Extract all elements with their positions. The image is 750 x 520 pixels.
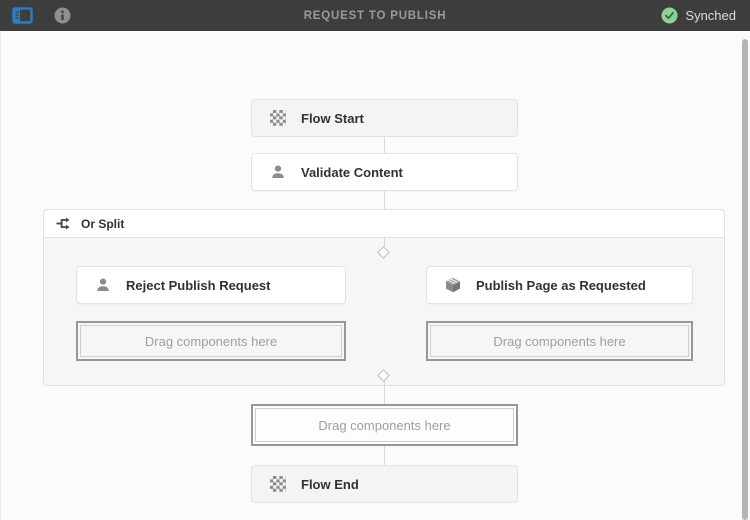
participant-icon — [97, 278, 109, 291]
check-circle-icon — [661, 7, 678, 24]
node-validate-content[interactable]: Validate Content — [251, 153, 518, 191]
drop-zone-label: Drag components here — [493, 333, 626, 349]
connector-line — [384, 446, 385, 465]
connector-line — [384, 137, 385, 153]
node-label: Publish Page as Requested — [476, 277, 646, 293]
connector-line — [384, 190, 385, 209]
participant-icon — [272, 165, 284, 178]
sync-status-badge: Synched — [661, 7, 736, 24]
checkerboard-icon — [270, 110, 286, 126]
drop-zone-branch-left[interactable]: Drag components here — [76, 321, 346, 361]
top-bar: REQUEST TO PUBLISH Synched — [0, 0, 750, 31]
info-icon — [54, 7, 70, 24]
side-panel-toggle-button[interactable] — [10, 4, 34, 28]
drop-zone-label: Drag components here — [144, 333, 278, 349]
drop-zone-after-split[interactable]: Drag components here — [251, 404, 518, 446]
process-cube-icon — [446, 277, 460, 293]
node-flow-start[interactable]: Flow Start — [251, 99, 518, 137]
info-button[interactable] — [50, 4, 74, 28]
page-title: REQUEST TO PUBLISH — [303, 9, 447, 22]
node-label: Flow End — [301, 476, 359, 492]
node-reject-publish-request[interactable]: Reject Publish Request — [76, 266, 346, 304]
drop-zone-branch-right[interactable]: Drag components here — [426, 321, 693, 361]
connector-line — [384, 379, 385, 404]
side-panel-icon — [11, 7, 33, 24]
connector-line — [384, 237, 385, 253]
drop-zone-label: Drag components here — [318, 417, 451, 433]
node-flow-end[interactable]: Flow End — [251, 465, 518, 503]
node-label: Validate Content — [301, 164, 403, 180]
split-icon — [56, 217, 70, 230]
workflow-canvas: Flow Start Validate Content Or Split — [0, 31, 750, 520]
vertical-scrollbar[interactable] — [742, 39, 748, 520]
node-label: Flow Start — [301, 110, 364, 126]
node-or-split[interactable]: Or Split — [44, 210, 724, 238]
checkerboard-icon — [270, 476, 286, 492]
sync-status-label: Synched — [685, 8, 736, 23]
node-label: Reject Publish Request — [126, 277, 271, 293]
node-label: Or Split — [81, 216, 125, 231]
node-publish-page-as-requested[interactable]: Publish Page as Requested — [426, 266, 693, 304]
